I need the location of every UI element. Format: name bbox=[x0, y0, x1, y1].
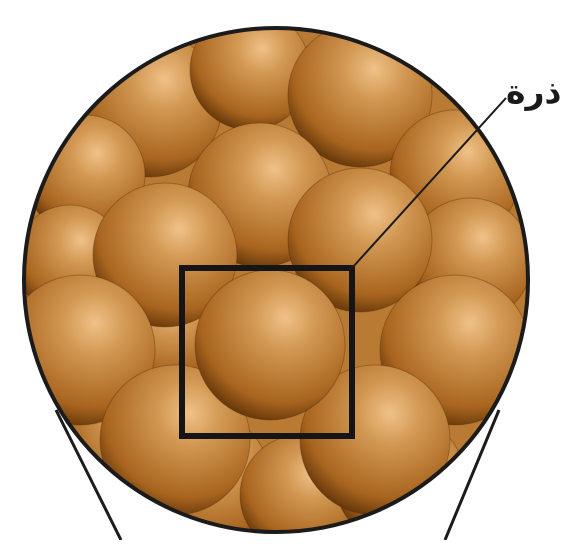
front-atom-8 bbox=[195, 270, 345, 420]
atom-label: ذرة bbox=[506, 72, 561, 112]
magnified-view bbox=[5, 10, 540, 540]
